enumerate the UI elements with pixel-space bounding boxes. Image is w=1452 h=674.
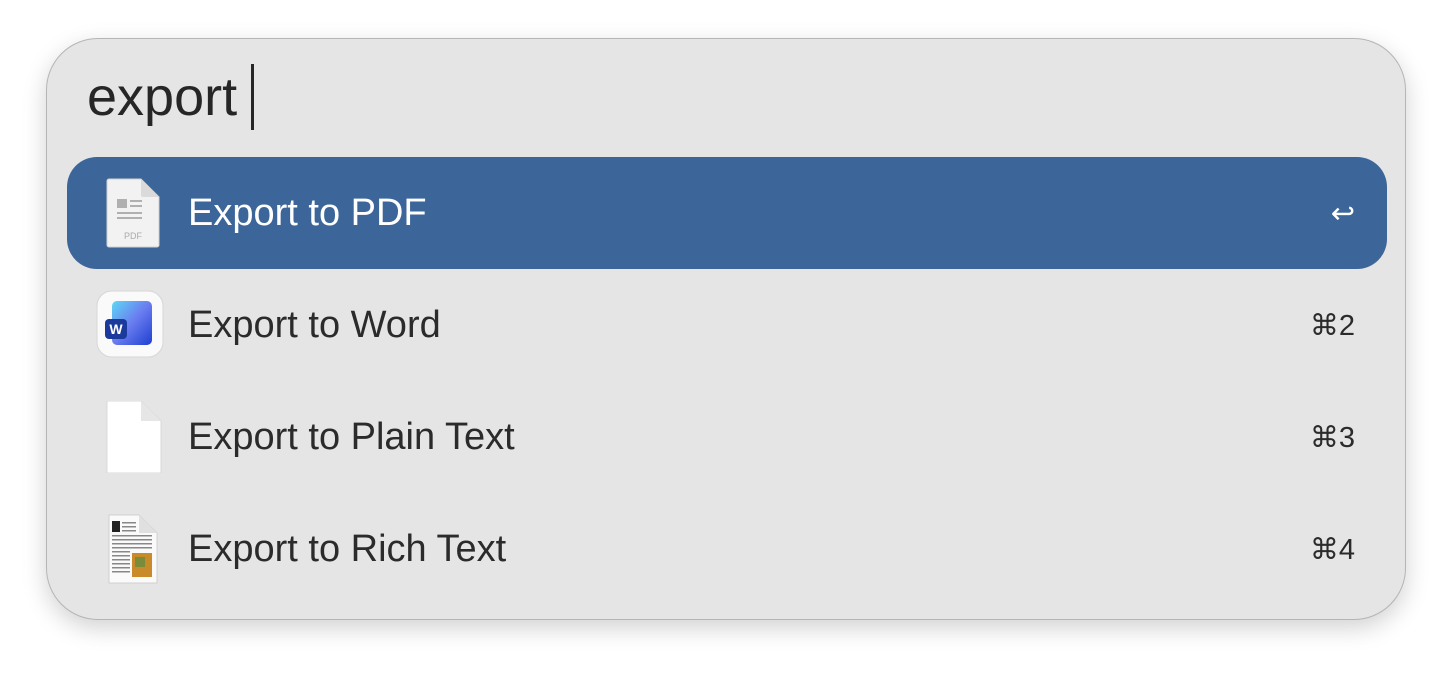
microsoft-word-icon: W	[96, 290, 164, 358]
search-query: export	[87, 67, 238, 127]
pdf-document-icon: PDF	[106, 178, 160, 248]
plain-text-document-icon	[106, 401, 162, 473]
shortcut-label: ⌘2	[1309, 309, 1355, 342]
result-label: Export to Rich Text	[188, 527, 507, 570]
svg-text:W: W	[109, 321, 123, 337]
result-label: Export to Word	[188, 303, 441, 346]
result-export-rich-text[interactable]: Export to Rich Text ⌘4	[67, 493, 1387, 605]
search-input[interactable]: export	[87, 61, 255, 133]
command-palette: export PDF Export to PDF ↩ W Export to W…	[46, 38, 1406, 620]
svg-text:PDF: PDF	[124, 231, 143, 241]
shortcut-label: ⌘4	[1309, 533, 1355, 566]
result-export-pdf[interactable]: PDF Export to PDF ↩	[67, 157, 1387, 269]
rich-text-document-icon	[108, 514, 158, 584]
shortcut-label: ⌘3	[1309, 421, 1355, 454]
result-export-plain-text[interactable]: Export to Plain Text ⌘3	[67, 381, 1387, 493]
result-label: Export to PDF	[188, 191, 427, 234]
text-cursor	[251, 64, 255, 130]
return-key-icon: ↩	[1330, 197, 1355, 230]
result-label: Export to Plain Text	[188, 415, 515, 458]
result-export-word[interactable]: W Export to Word ⌘2	[67, 269, 1387, 381]
